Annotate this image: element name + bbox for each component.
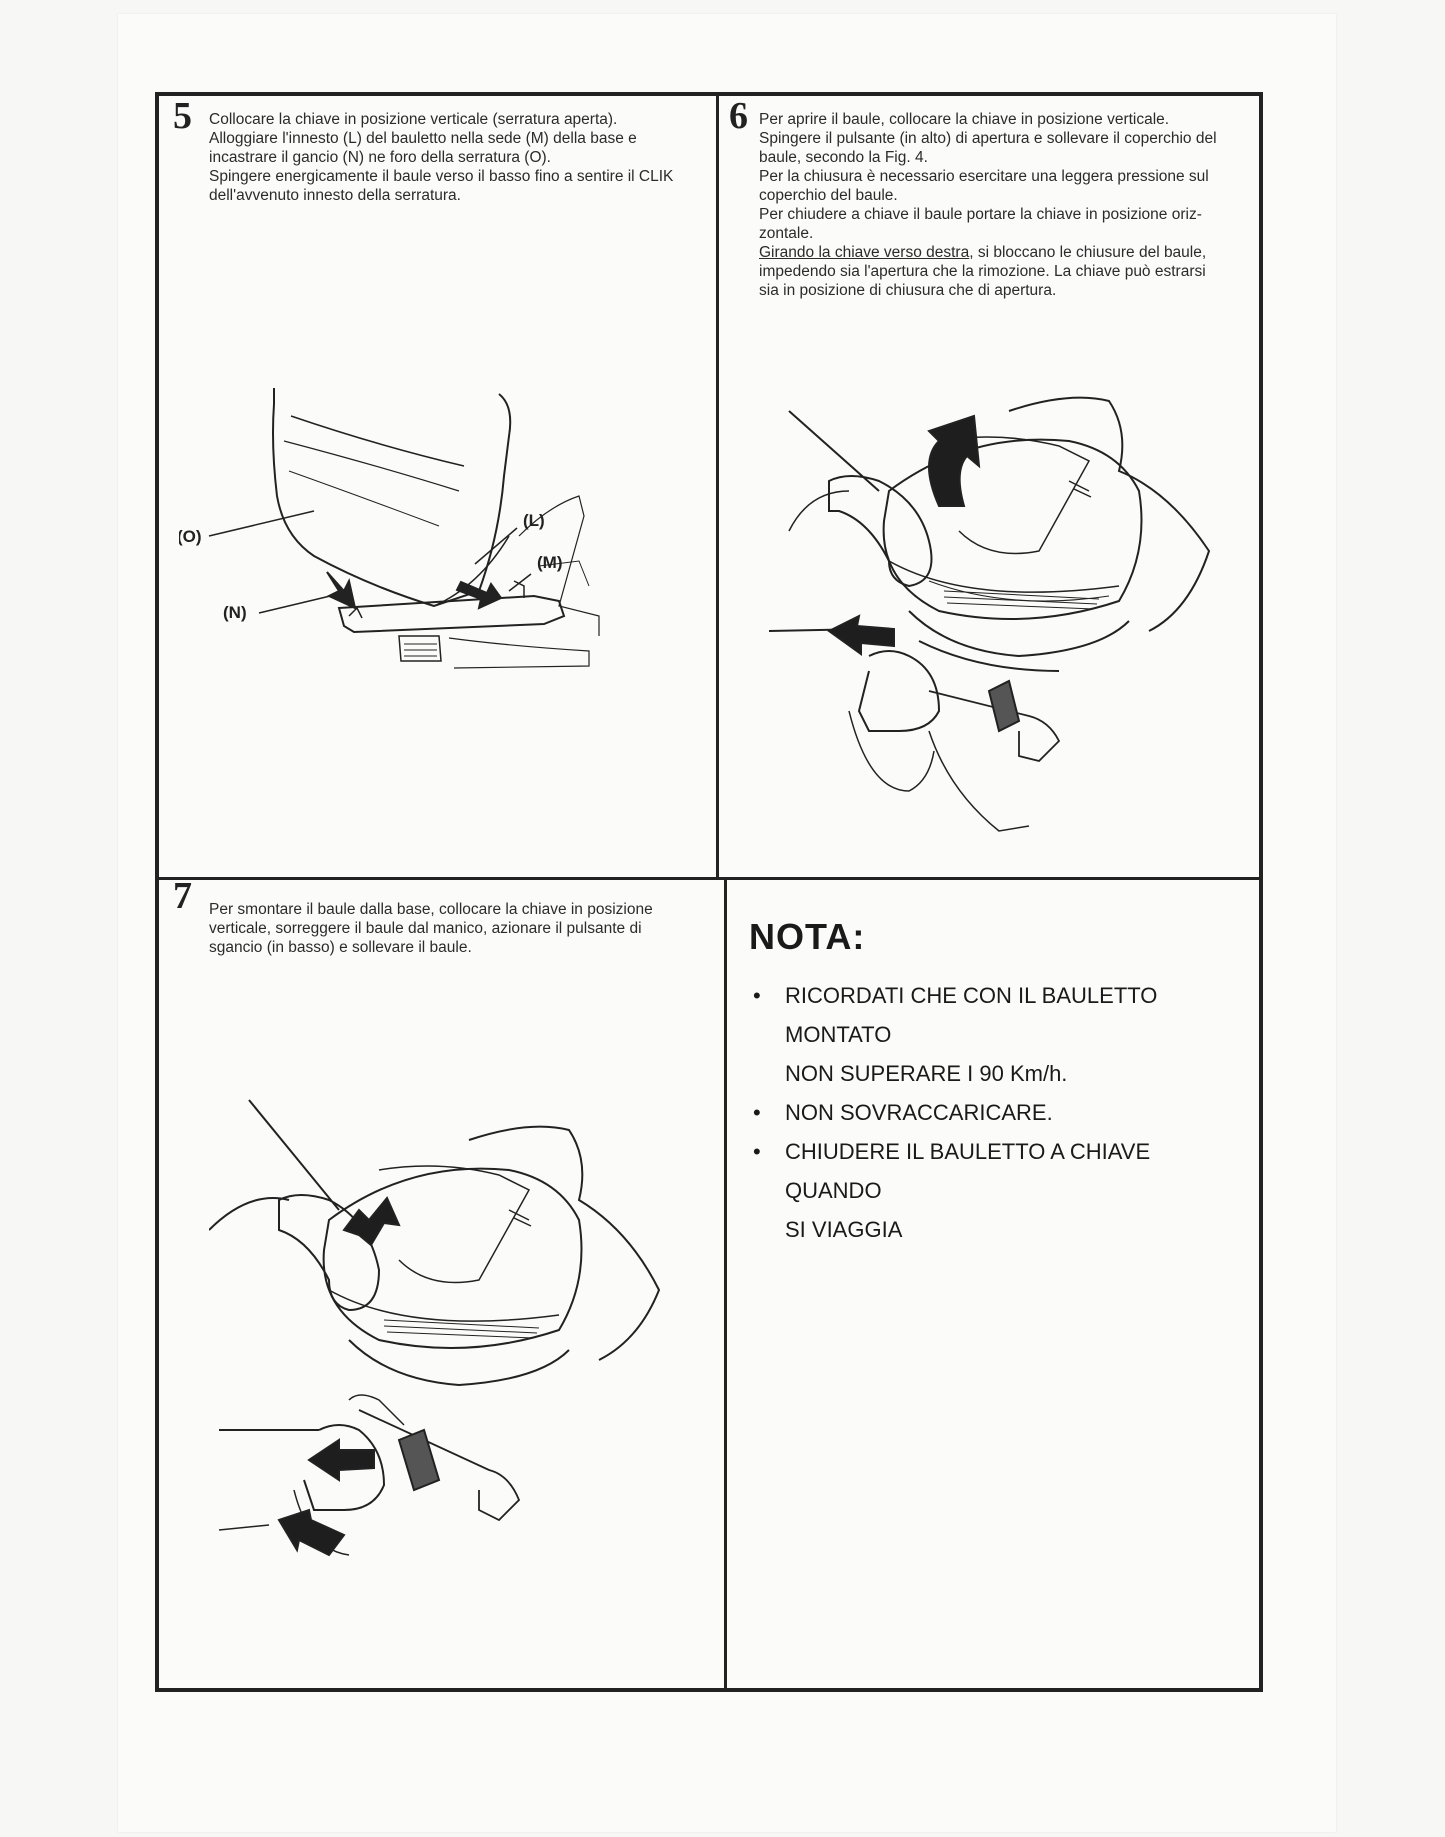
grid-divider-vertical-top [716, 96, 719, 879]
step-7-text: Per smontare il baule dalla base, colloc… [209, 900, 709, 957]
nota-item: • CHIUDERE IL BAULETTO A CHIAVE QUANDO S… [747, 1132, 1247, 1249]
step-6-line: coperchio del baule. [759, 187, 898, 204]
nota-item: • NON SOVRACCARICARE. [747, 1093, 1247, 1132]
step-7-line: Per smontare il baule dalla base, colloc… [209, 901, 653, 918]
step-5-line: Collocare la chiave in posizione vertica… [209, 111, 618, 128]
step-7-line: sgancio (in basso) e sollevare il baule. [209, 939, 472, 956]
nota-bullet: • [753, 983, 761, 1008]
step-7-line: verticale, sorreggere il baule dal manic… [209, 920, 642, 937]
nota-item: • RICORDATI CHE CON IL BAULETTO MONTATO … [747, 976, 1247, 1093]
step-6-line: Spingere il pulsante (in alto) di apertu… [759, 130, 1217, 147]
nota-item-line: CHIUDERE IL BAULETTO A CHIAVE QUANDO [785, 1139, 1151, 1203]
step-5-line: dell'avvenuto innesto della serratura. [209, 187, 461, 204]
nota-title: NOTA: [749, 916, 866, 957]
nota-list: • RICORDATI CHE CON IL BAULETTO MONTATO … [747, 976, 1247, 1249]
step-6-line: baule, secondo la Fig. 4. [759, 149, 928, 166]
step-6-tail: , si bloccano le chiusure del baule, [969, 244, 1207, 261]
step-6-text: Per aprire il baule, collocare la chiave… [759, 110, 1249, 300]
nota-bullet: • [753, 1100, 761, 1125]
step-5-line: Spingere energicamente il baule verso il… [209, 168, 674, 185]
instruction-grid: 5 Collocare la chiave in posizione verti… [155, 92, 1263, 1692]
nota-panel: NOTA: • RICORDATI CHE CON IL BAULETTO MO… [727, 880, 1259, 1692]
step-5-line: incastrare il gancio (N) ne foro della s… [209, 149, 551, 166]
step-6-line: Per aprire il baule, collocare la chiave… [759, 111, 1170, 128]
nota-item-line: NON SOVRACCARICARE. [785, 1100, 1053, 1125]
grid-divider-horizontal [159, 877, 1259, 880]
nota-bullet: • [753, 1139, 761, 1164]
step-7-panel: 7 Per smontare il baule dalla base, coll… [159, 875, 724, 1692]
step-5-line: Alloggiare l'innesto (L) del bauletto ne… [209, 130, 637, 147]
step-6-line: zontale. [759, 225, 814, 242]
step-6-line: Per chiudere a chiave il baule portare l… [759, 206, 1202, 223]
nota-item-line: NON SUPERARE I 90 Km/h. [785, 1061, 1068, 1086]
step-6-underlined-phrase: Girando la chiave verso destra [759, 244, 970, 261]
step-6-line: Girando la chiave verso destra, si blocc… [759, 243, 1249, 262]
label-N: (N) [223, 603, 247, 622]
step-6-line: Per la chiusura è necessario esercitare … [759, 168, 1209, 185]
step-6-number: 6 [729, 95, 748, 137]
nota-item-line: SI VIAGGIA [785, 1217, 903, 1242]
step-6-illustration [769, 396, 1211, 832]
step-5-text: Collocare la chiave in posizione vertica… [209, 110, 704, 205]
grid-divider-vertical-bottom [724, 879, 727, 1692]
step-6-line: sia in posizione di chiusura che di aper… [759, 282, 1057, 299]
step-7-number: 7 [173, 875, 192, 917]
step-7-illustration [209, 1099, 661, 1557]
step-6-panel: 6 Per aprire il baule, collocare la chia… [719, 95, 1259, 877]
label-L: (L) [523, 511, 545, 530]
label-M: (M) [537, 553, 562, 572]
step-5-number: 5 [173, 95, 192, 137]
nota-item-line: RICORDATI CHE CON IL BAULETTO MONTATO [785, 983, 1158, 1047]
label-O: (O) [179, 527, 202, 546]
step-5-panel: 5 Collocare la chiave in posizione verti… [159, 95, 716, 877]
step-6-line: impedendo sia l'apertura che la rimozion… [759, 263, 1206, 280]
step-5-illustration: (L) (M) (O) (N) [179, 388, 600, 669]
